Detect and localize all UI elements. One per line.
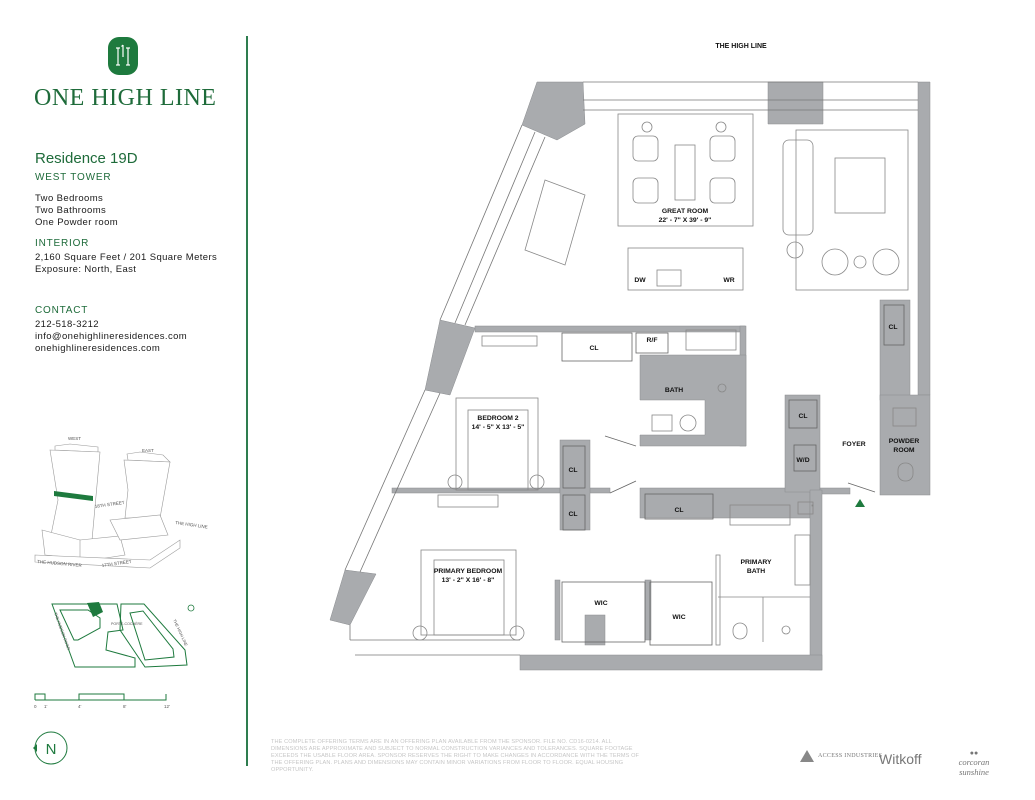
h1-monogram-icon bbox=[116, 44, 130, 66]
scale-tick: 4' bbox=[78, 704, 82, 709]
scale-tick: 0 bbox=[34, 704, 37, 709]
site-diagrams: WEST EAST 18TH STREET THE HIGH LINE THE … bbox=[33, 436, 208, 765]
north-compass-icon: N bbox=[33, 731, 68, 765]
closet-label: CL bbox=[589, 345, 598, 352]
contact-website[interactable]: onehighlineresidences.com bbox=[35, 343, 161, 354]
primary-bedroom-label: PRIMARY BEDROOM bbox=[434, 568, 503, 575]
scale-bar bbox=[34, 693, 167, 701]
closet-label: CL bbox=[674, 507, 683, 514]
contact-info: 212-518-3212 info@onehighlineresidences.… bbox=[35, 319, 187, 355]
wic-label: WIC bbox=[594, 600, 607, 607]
label-18th-street: 18TH STREET bbox=[94, 500, 125, 509]
building-footprint bbox=[87, 602, 103, 617]
great-room-dims: 22' - 7" X 39' - 9" bbox=[659, 217, 712, 224]
legal-disclaimer: THE COMPLETE OFFERING TERMS ARE IN AN OF… bbox=[271, 739, 640, 773]
bath-label: BATH bbox=[665, 387, 683, 394]
tower-label: WEST TOWER bbox=[35, 172, 112, 183]
brand-name: ONE HIGH LINE bbox=[34, 85, 217, 111]
powder-room-label-2: ROOM bbox=[893, 447, 914, 454]
rf-label: R/F bbox=[647, 337, 658, 344]
label-hudson-river: THE HUDSON RIVER bbox=[37, 559, 83, 568]
closets bbox=[561, 304, 905, 646]
primary-bath-label-1: PRIMARY bbox=[740, 559, 772, 566]
map-north-icon bbox=[187, 604, 195, 612]
interior-exposure: Exposure: North, East bbox=[35, 264, 137, 275]
dw-label: DW bbox=[634, 277, 646, 284]
contact-phone[interactable]: 212-518-3212 bbox=[35, 319, 99, 330]
feature-item: One Powder room bbox=[35, 217, 119, 228]
access-industries-text: ACCESS INDUSTRIES bbox=[818, 753, 883, 759]
map-label-porte-cochere: PORTE-COCHÈRE bbox=[111, 621, 143, 626]
walls bbox=[329, 81, 931, 671]
features-list: Two Bedrooms Two Bathrooms One Powder ro… bbox=[35, 193, 118, 229]
feature-item: Two Bathrooms bbox=[35, 205, 107, 216]
contact-email[interactable]: info@onehighlineresidences.com bbox=[35, 331, 188, 342]
panel-divider bbox=[246, 36, 248, 766]
interior-info: 2,160 Square Feet / 201 Square Meters Ex… bbox=[35, 252, 217, 276]
floor-highlight bbox=[54, 491, 93, 501]
window-lines bbox=[344, 81, 918, 656]
witkoff-logo: Witkoff bbox=[879, 751, 922, 767]
primary-bath-label-2: BATH bbox=[747, 568, 765, 575]
great-room-label: GREAT ROOM bbox=[662, 208, 709, 215]
label-west: WEST bbox=[68, 436, 81, 441]
wic-label: WIC bbox=[672, 614, 685, 621]
scale-tick: 1' bbox=[44, 704, 48, 709]
wd-label: W/D bbox=[796, 457, 809, 464]
closet-label: CL bbox=[798, 413, 807, 420]
interior-area: 2,160 Square Feet / 201 Square Meters bbox=[35, 252, 218, 263]
corcoran-mark-icon: ●● bbox=[969, 750, 979, 757]
plan-top-label: THE HIGH LINE bbox=[715, 43, 767, 50]
scale-tick: 12' bbox=[164, 704, 170, 709]
feature-item: Two Bedrooms bbox=[35, 193, 104, 204]
powder-room-label-1: POWDER bbox=[889, 438, 920, 445]
label-east: EAST bbox=[142, 448, 154, 453]
bedroom2-label: BEDROOM 2 bbox=[477, 415, 518, 422]
label-17th-street: 17TH STREET bbox=[101, 559, 132, 568]
primary-bedroom-dims: 13' - 2" X 16' - 8" bbox=[442, 577, 495, 584]
bedroom2-dims: 14' - 5" X 13' - 5" bbox=[472, 424, 525, 431]
interior-heading: INTERIOR bbox=[35, 238, 90, 249]
corcoran-sunshine-text: corcoran sunshine bbox=[958, 757, 990, 777]
residence-title: Residence 19D bbox=[35, 150, 138, 167]
access-triangle-icon bbox=[800, 750, 814, 762]
building-axonometric bbox=[34, 443, 181, 569]
wr-label: WR bbox=[723, 277, 734, 284]
logo-mark bbox=[108, 37, 138, 75]
scale-tick: 8' bbox=[123, 704, 127, 709]
foyer-label: FOYER bbox=[842, 441, 866, 448]
entry-marker-icon bbox=[855, 499, 865, 507]
closet-label: CL bbox=[888, 324, 897, 331]
corcoran-sunshine-logo: ●● corcoran sunshine bbox=[944, 750, 1004, 777]
access-industries-logo: ACCESS INDUSTRIES bbox=[800, 750, 882, 762]
closet-label: CL bbox=[568, 467, 577, 474]
furniture bbox=[412, 113, 917, 646]
label-high-line: THE HIGH LINE bbox=[175, 520, 208, 530]
contact-heading: CONTACT bbox=[35, 305, 89, 316]
compass-label: N bbox=[46, 741, 57, 758]
closet-label: CL bbox=[568, 511, 577, 518]
site-map bbox=[51, 603, 188, 668]
